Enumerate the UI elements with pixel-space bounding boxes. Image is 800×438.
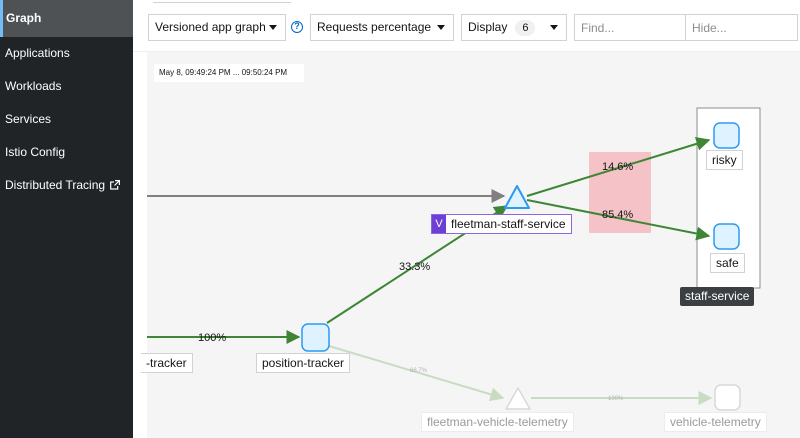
traffic-highlight: [589, 152, 651, 233]
sidebar-item-workloads[interactable]: Workloads: [0, 70, 133, 103]
sidebar-item-label: Graph: [6, 11, 42, 25]
sidebar-nav: Graph Applications Workloads Services Is…: [0, 0, 133, 438]
node-label-vehicle-telemetry[interactable]: vehicle-telemetry: [664, 412, 767, 432]
sidebar-item-services[interactable]: Services: [0, 103, 133, 136]
edge-label-risky: 14.6%: [602, 161, 634, 173]
node-label-safe[interactable]: safe: [710, 253, 745, 273]
node-label-left-tracker[interactable]: -tracker: [141, 353, 193, 373]
edge-label-vehicle-telemetry-svc: 66.7%: [410, 368, 428, 374]
sidebar-item-distributed-tracing[interactable]: Distributed Tracing: [0, 169, 133, 202]
service-node-fleetman-staff-service[interactable]: [504, 185, 530, 209]
graph-type-value: Versioned app graph: [155, 20, 266, 34]
node-label-risky[interactable]: risky: [706, 150, 743, 170]
chevron-down-icon: [437, 25, 445, 30]
sidebar-item-label: Distributed Tracing: [5, 178, 106, 192]
service-box-label[interactable]: staff-service: [680, 287, 755, 306]
node-label-text: fleetman-staff-service: [451, 217, 566, 231]
workload-node-position-tracker[interactable]: [301, 323, 330, 352]
node-label-fleetman-vehicle-telemetry[interactable]: fleetman-vehicle-telemetry: [421, 412, 574, 432]
edge-label-safe: 85.4%: [602, 209, 634, 221]
graph-time-range: May 8, 09:49:24 PM ... 09:50:24 PM: [154, 64, 304, 82]
chevron-down-icon: [269, 25, 277, 30]
service-node-fleetman-vehicle-telemetry[interactable]: [505, 387, 531, 410]
graph-type-dropdown[interactable]: Versioned app graph: [148, 14, 286, 41]
display-label: Display: [468, 20, 508, 34]
display-dropdown[interactable]: Display 6: [461, 14, 567, 41]
edge-staff-to-safe[interactable]: [526, 199, 711, 241]
display-count-badge: 6: [515, 20, 536, 36]
external-link-icon: [110, 180, 121, 190]
graph-toolbar: Versioned app graph ? Requests percentag…: [133, 0, 800, 52]
sidebar-item-graph[interactable]: Graph: [0, 0, 133, 37]
virtual-service-icon: V: [432, 215, 446, 233]
edge-staff-to-risky[interactable]: [526, 137, 711, 197]
workload-node-risky[interactable]: [713, 122, 740, 149]
sidebar-item-applications[interactable]: Applications: [0, 37, 133, 70]
graph-canvas[interactable]: [147, 52, 800, 438]
sidebar-item-label: Applications: [5, 46, 70, 60]
sidebar-item-label: Workloads: [5, 79, 62, 93]
workload-node-safe[interactable]: [713, 223, 740, 250]
sidebar-item-label: Services: [5, 112, 52, 126]
edge-labels-value: Requests percentage: [317, 20, 432, 34]
question-circle-icon[interactable]: ?: [291, 21, 303, 33]
edge-label-position: 100%: [198, 332, 227, 344]
hide-input[interactable]: [685, 14, 798, 41]
edge-labels-dropdown[interactable]: Requests percentage: [310, 14, 454, 41]
edge-position-to-vehicle-telemetry-svc[interactable]: [328, 345, 505, 402]
edge-label-vehicle-telemetry: 100%: [608, 396, 624, 402]
node-label-position-tracker[interactable]: position-tracker: [256, 353, 351, 373]
find-input[interactable]: [574, 14, 686, 41]
workload-node-vehicle-telemetry[interactable]: [714, 384, 741, 411]
tab-underline: [153, 0, 291, 3]
chevron-down-icon: [550, 25, 558, 30]
edge-label-staff: 33.3%: [399, 261, 431, 273]
sidebar-item-label: Istio Config: [5, 145, 66, 159]
sidebar-item-istio-config[interactable]: Istio Config: [0, 136, 133, 169]
